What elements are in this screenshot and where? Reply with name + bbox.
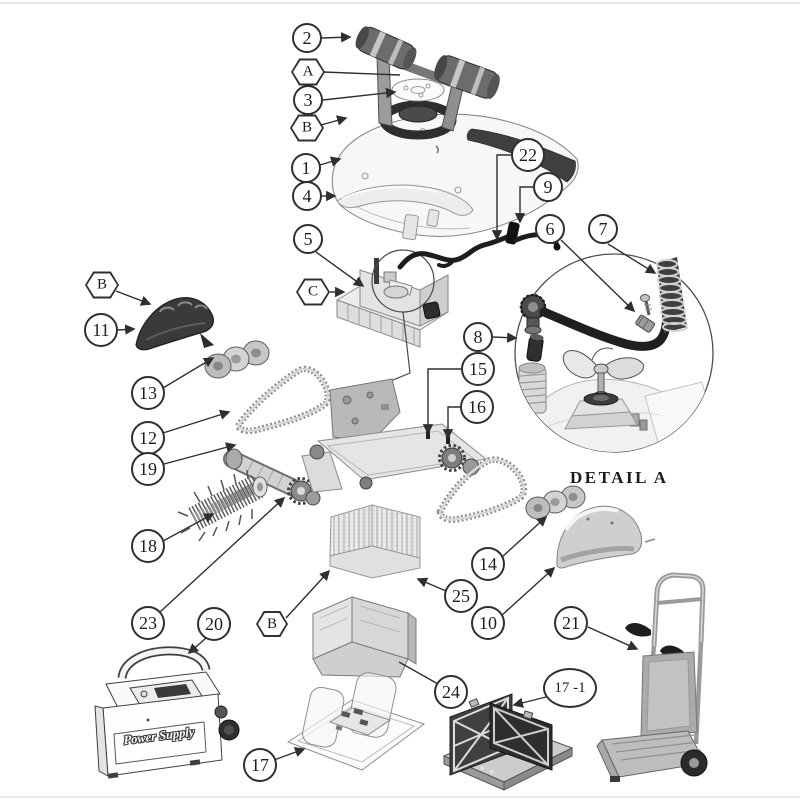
callout-23: 23: [131, 606, 165, 640]
callout-7: 7: [588, 214, 618, 244]
callout-13: 13: [131, 376, 165, 410]
callout-24: 24: [434, 675, 468, 709]
side-fin-part: [135, 297, 215, 351]
callout-20: 20: [197, 607, 231, 641]
power-supply-part: [94, 646, 240, 779]
brush-roller-part: [177, 469, 268, 542]
callout-17: 17: [243, 748, 277, 782]
callout-10: 10: [471, 606, 505, 640]
track-right-part: [436, 456, 528, 523]
callout-b-bottom: B: [256, 611, 288, 637]
callout-b-top: B: [290, 114, 324, 142]
callout-b-left: B: [85, 271, 119, 299]
pulley-rollers-14: [525, 485, 586, 520]
fender-part: [556, 505, 656, 569]
detail-a-label: DETAIL A: [570, 468, 669, 487]
callout-15: 15: [461, 352, 495, 386]
callout-1: 1: [291, 153, 321, 183]
callout-9: 9: [533, 172, 563, 202]
callout-25: 25: [444, 579, 478, 613]
left-float: [355, 26, 417, 70]
callout-3: 3: [293, 85, 323, 115]
callout-c: C: [296, 278, 330, 306]
callout-19: 19: [131, 452, 165, 486]
callout-21: 21: [554, 606, 588, 640]
callout-4: 4: [292, 181, 322, 211]
chassis-frame-part: [301, 378, 488, 493]
callout-8: 8: [463, 322, 493, 352]
callout-16: 16: [460, 390, 494, 424]
callout-2: 2: [292, 23, 322, 53]
callout-5: 5: [293, 224, 323, 254]
detail-a-view: [514, 253, 714, 453]
callout-12: 12: [131, 421, 165, 455]
callout-6: 6: [535, 214, 565, 244]
callout-11: 11: [84, 313, 118, 347]
callout-17-1: 17 -1: [543, 668, 597, 708]
callout-a: A: [291, 58, 325, 86]
mesh-screen-part: [329, 504, 421, 579]
right-float: [434, 55, 500, 99]
track-left-part: [234, 365, 332, 435]
filter-cartridge-part: [442, 693, 574, 791]
motor-block-part: [331, 249, 450, 406]
foam-filter-part: [312, 596, 417, 678]
electronics-tray-part: [286, 672, 426, 771]
callout-18: 18: [131, 529, 165, 563]
scraper-strip-part: [336, 184, 474, 241]
callout-14: 14: [471, 547, 505, 581]
callout-22: 22: [511, 138, 545, 172]
caddy-cart-part: [596, 572, 708, 782]
leader-lines: [115, 32, 657, 761]
